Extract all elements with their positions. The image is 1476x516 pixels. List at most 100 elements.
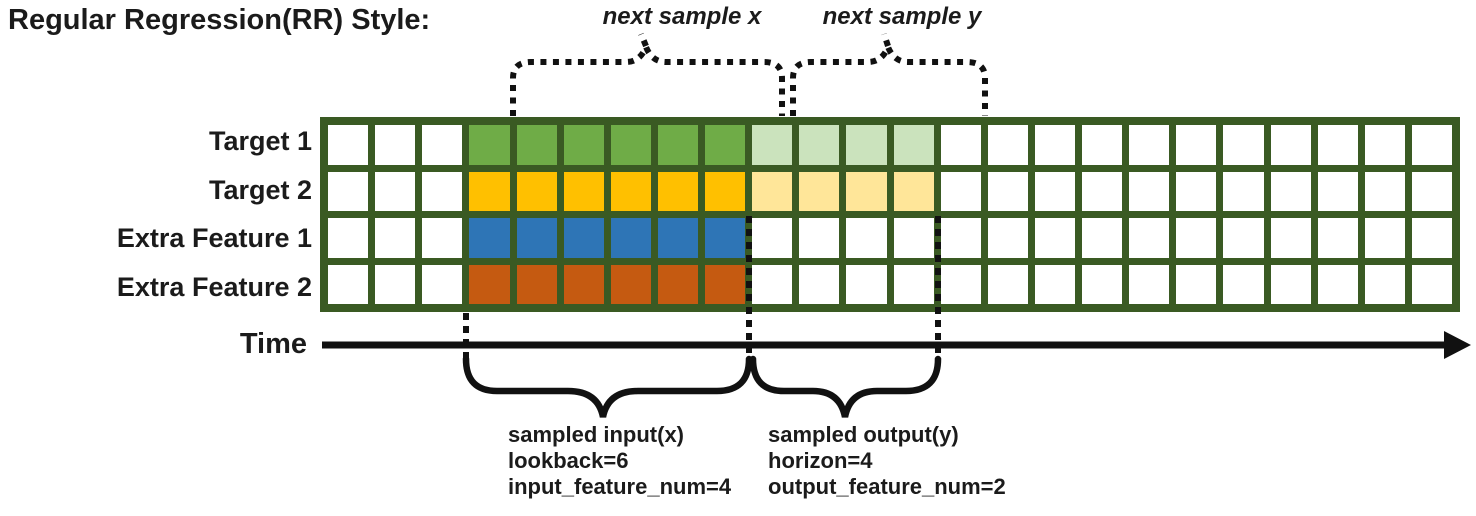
grid-cell bbox=[987, 218, 1028, 258]
grid-cell bbox=[469, 218, 510, 258]
grid-cell bbox=[516, 264, 557, 304]
row-label-target-1: Target 1 bbox=[208, 125, 312, 156]
grid-cell bbox=[1317, 171, 1358, 211]
grid-cell bbox=[705, 171, 746, 211]
grid-cell bbox=[375, 218, 416, 258]
lookback-value: lookback=6 bbox=[508, 448, 629, 473]
grid-cell bbox=[705, 218, 746, 258]
grid-cell bbox=[1034, 218, 1075, 258]
grid-cell bbox=[987, 125, 1028, 165]
row-label-extra-feature-2: Extra Feature 2 bbox=[116, 272, 312, 303]
grid-cell bbox=[1082, 125, 1123, 165]
grid-cell bbox=[1270, 171, 1311, 211]
next-sample-x-brace-tip-nub bbox=[638, 32, 649, 48]
grid-cell bbox=[705, 125, 746, 165]
grid-cell bbox=[1034, 125, 1075, 165]
grid-cell bbox=[375, 264, 416, 304]
grid-cell bbox=[1364, 218, 1405, 258]
row-labels: Target 1 Target 2 Extra Feature 1 Extra … bbox=[0, 117, 312, 312]
grid-cell bbox=[940, 125, 981, 165]
grid-cell bbox=[563, 218, 604, 258]
grid-cell bbox=[1411, 264, 1452, 304]
grid-cell bbox=[987, 171, 1028, 211]
grid-cell bbox=[1411, 171, 1452, 211]
next-sample-x-brace bbox=[510, 38, 785, 116]
grid-cell bbox=[1270, 125, 1311, 165]
grid-cell bbox=[610, 171, 651, 211]
grid-cell bbox=[516, 218, 557, 258]
grid-cell bbox=[940, 218, 981, 258]
grid-cell bbox=[1176, 218, 1217, 258]
row-label-extra-feature-1: Extra Feature 1 bbox=[116, 223, 312, 254]
grid-cell bbox=[893, 125, 934, 165]
sampled-input-note: sampled input(x) lookback=6 input_featur… bbox=[508, 422, 731, 500]
grid-cell bbox=[1176, 125, 1217, 165]
grid-cell bbox=[705, 264, 746, 304]
grid-cell bbox=[657, 125, 698, 165]
next-sample-y-label: next sample y bbox=[822, 3, 982, 30]
grid-cell bbox=[1176, 171, 1217, 211]
time-axis-arrowhead bbox=[1444, 331, 1471, 359]
grid-cell bbox=[563, 171, 604, 211]
grid-cell bbox=[1364, 171, 1405, 211]
horizon-value: horizon=4 bbox=[768, 448, 873, 473]
grid-cell bbox=[987, 264, 1028, 304]
diagram-title: Regular Regression(RR) Style: bbox=[8, 4, 431, 36]
time-axis-label: Time bbox=[239, 328, 307, 360]
grid-cell bbox=[516, 125, 557, 165]
grid-cell bbox=[657, 264, 698, 304]
grid-cell bbox=[1034, 171, 1075, 211]
grid-cell bbox=[1364, 125, 1405, 165]
sampled-input-title: sampled input(x) bbox=[508, 422, 685, 447]
grid-cell bbox=[1129, 171, 1170, 211]
grid-cell bbox=[563, 125, 604, 165]
grid-cell bbox=[1129, 125, 1170, 165]
grid-cell bbox=[1270, 264, 1311, 304]
grid-cell bbox=[610, 218, 651, 258]
grid-cell bbox=[893, 264, 934, 304]
grid-cell bbox=[375, 125, 416, 165]
grid-cell bbox=[469, 264, 510, 304]
row-label-target-2: Target 2 bbox=[208, 174, 312, 205]
grid-cell bbox=[893, 171, 934, 211]
grid-cell bbox=[610, 264, 651, 304]
grid-cell bbox=[610, 125, 651, 165]
sampled-input-brace bbox=[462, 355, 753, 418]
grid-cell bbox=[1223, 264, 1264, 304]
grid-cell bbox=[1270, 218, 1311, 258]
sampled-output-note: sampled output(y) horizon=4 output_featu… bbox=[768, 422, 1006, 500]
grid-cell bbox=[563, 264, 604, 304]
grid-cell bbox=[516, 171, 557, 211]
grid-cell bbox=[799, 264, 840, 304]
grid-cell bbox=[799, 218, 840, 258]
grid-cell bbox=[1176, 264, 1217, 304]
grid-cell bbox=[657, 171, 698, 211]
grid-cell bbox=[328, 218, 369, 258]
next-sample-y-brace-tip-nub bbox=[881, 33, 891, 47]
grid-cell bbox=[846, 264, 887, 304]
grid-cell bbox=[1034, 264, 1075, 304]
next-sample-y-brace bbox=[790, 38, 988, 116]
output-feature-num: output_feature_num=2 bbox=[768, 474, 1006, 499]
grid-cell bbox=[940, 264, 981, 304]
grid-cell bbox=[328, 171, 369, 211]
grid-cell bbox=[1317, 264, 1358, 304]
grid-cell bbox=[799, 125, 840, 165]
grid-cell bbox=[893, 218, 934, 258]
grid-cell bbox=[846, 171, 887, 211]
grid-cell bbox=[1364, 264, 1405, 304]
grid-cell bbox=[1129, 218, 1170, 258]
grid-cell bbox=[1411, 218, 1452, 258]
grid-cell bbox=[422, 218, 463, 258]
sampled-output-brace bbox=[749, 355, 942, 418]
grid-cell bbox=[752, 264, 793, 304]
grid-cell bbox=[422, 125, 463, 165]
grid-cell bbox=[1223, 218, 1264, 258]
grid-cell bbox=[1082, 264, 1123, 304]
grid-cell bbox=[422, 171, 463, 211]
grid-cell bbox=[799, 171, 840, 211]
grid-cell bbox=[328, 125, 369, 165]
grid-cell bbox=[752, 218, 793, 258]
grid-cell bbox=[1082, 171, 1123, 211]
